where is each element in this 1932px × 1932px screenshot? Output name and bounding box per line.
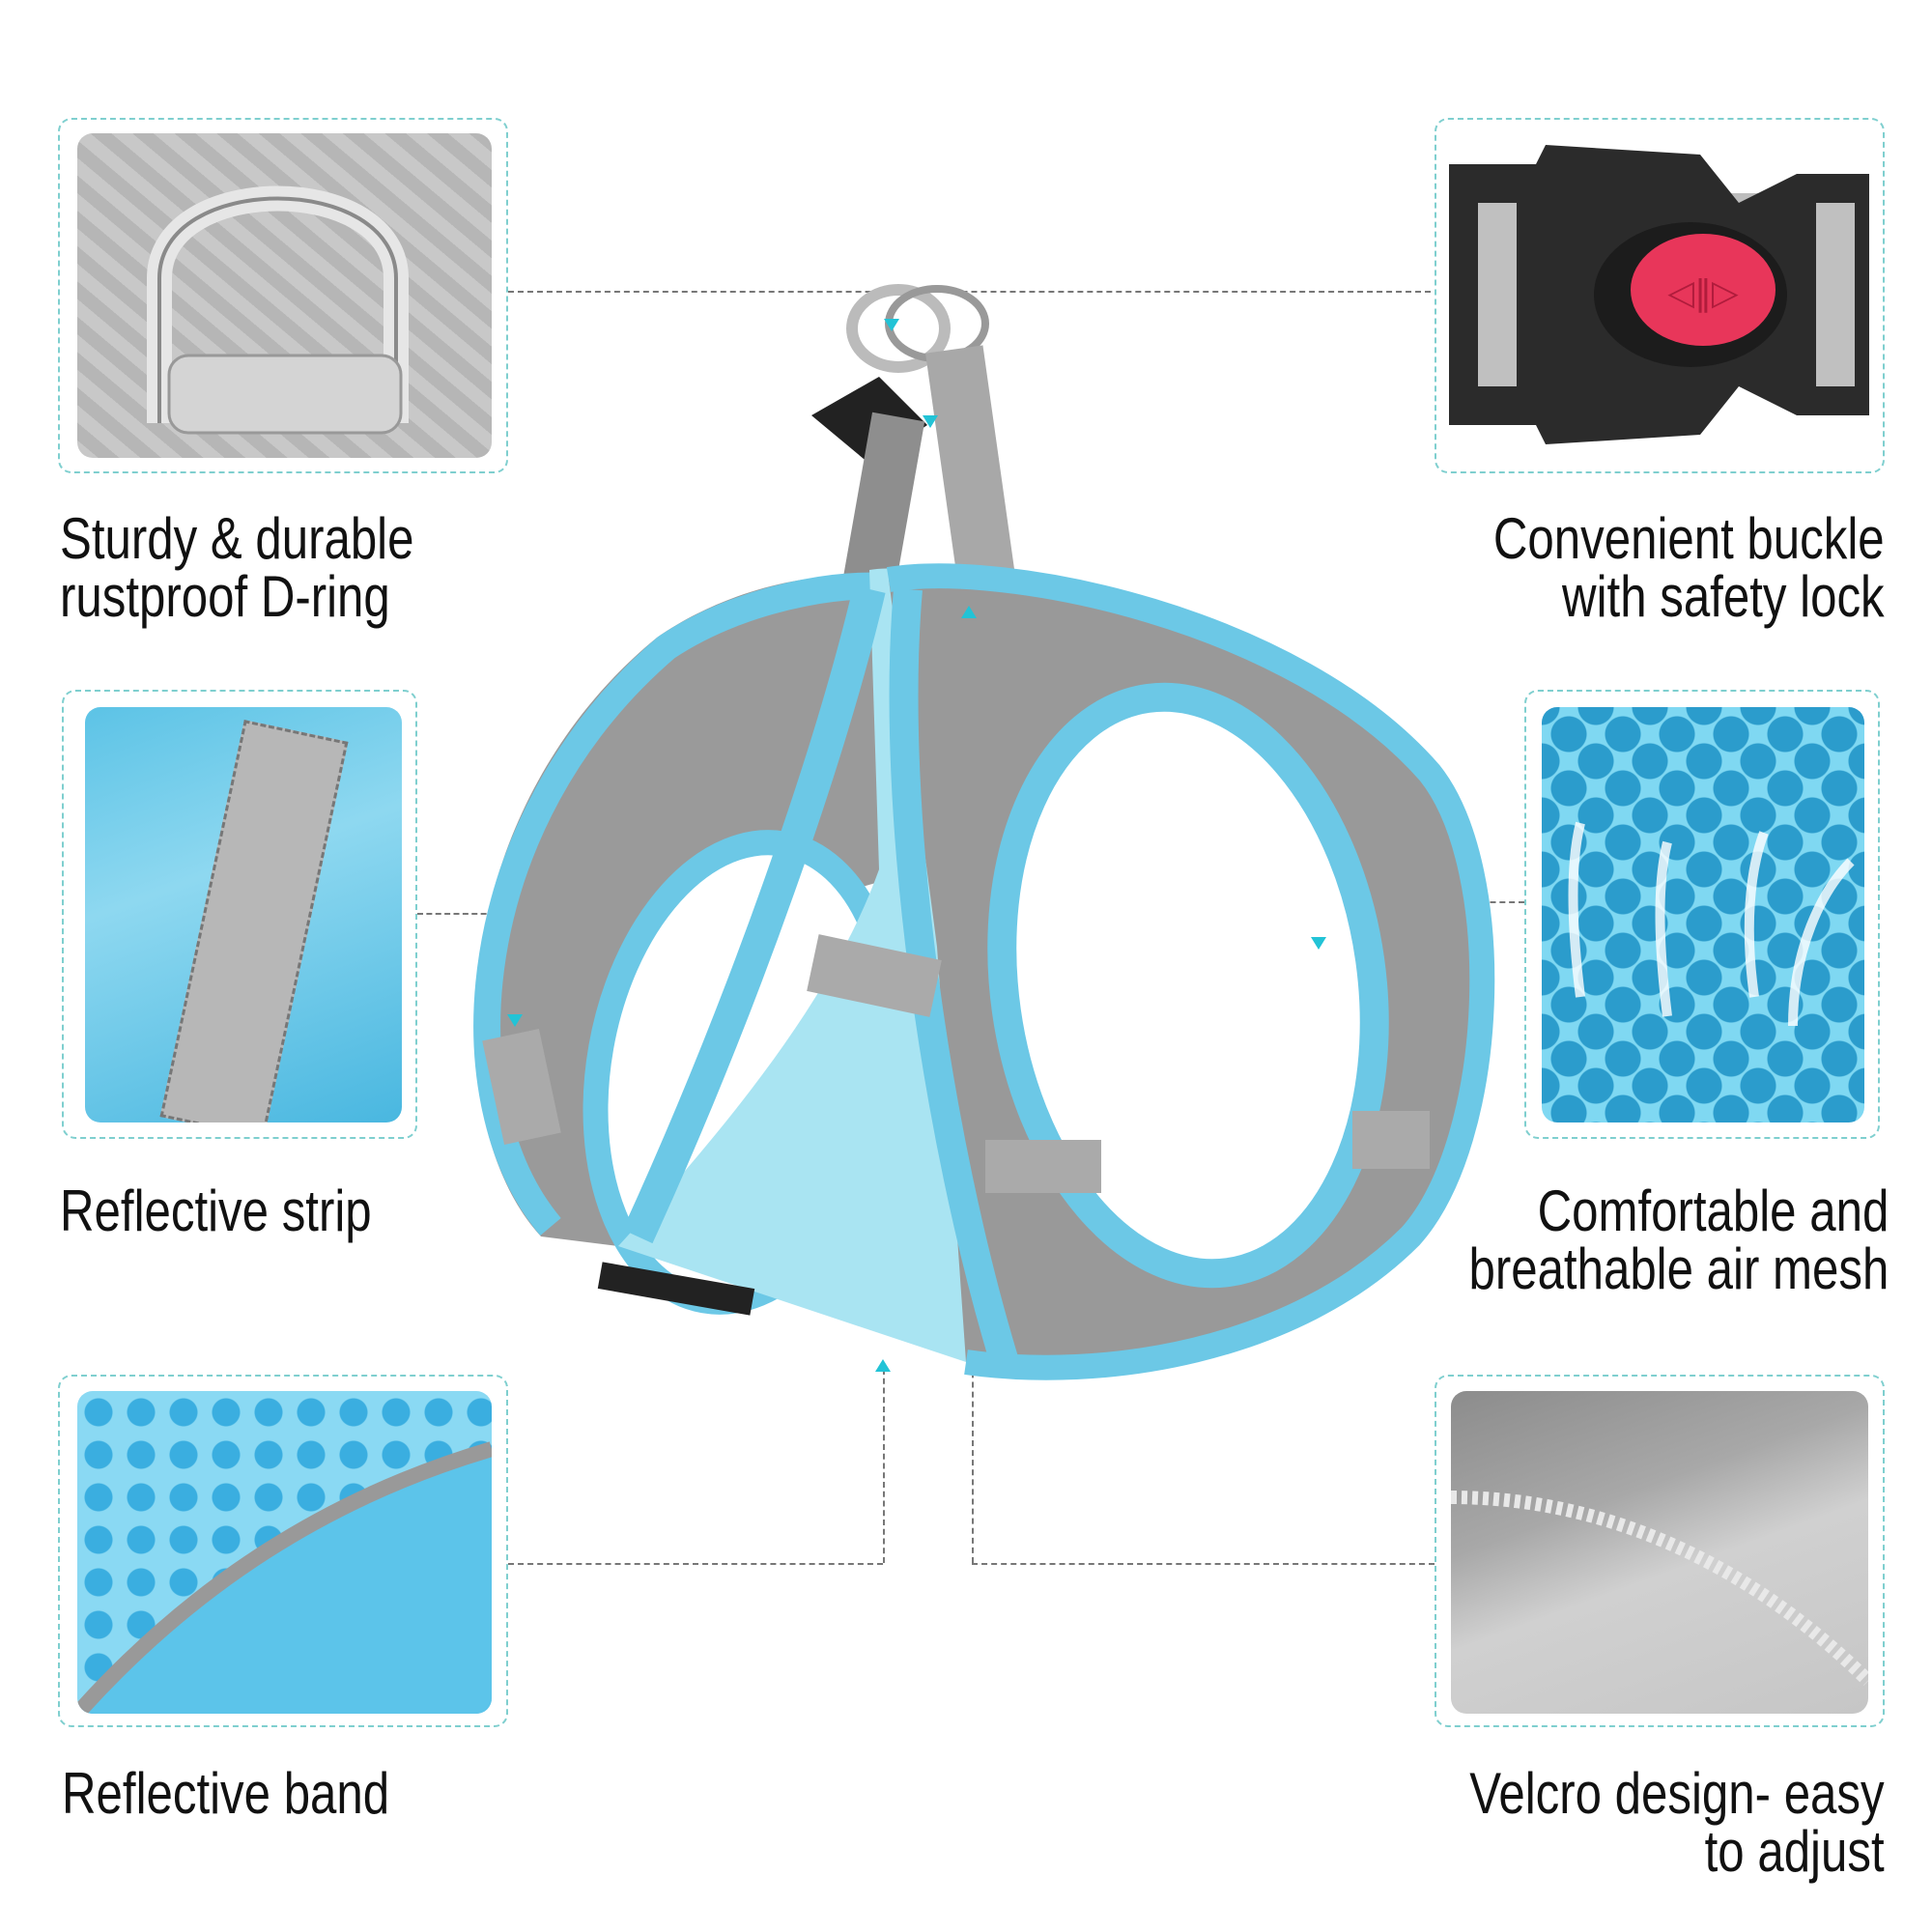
feature-frame-reflective-band (58, 1375, 508, 1727)
feature-frame-reflective-strip (62, 690, 417, 1139)
reflective-strip-photo (85, 707, 402, 1122)
connector-reflective-band-h (508, 1563, 883, 1565)
caption-line: Reflective strip (60, 1179, 372, 1243)
feature-caption-buckle: Convenient buckle with safety lock (1493, 510, 1885, 626)
connector-reflective-band-v (883, 1369, 885, 1563)
airflow-arrows-icon (1568, 821, 1855, 1027)
caption-line: Reflective band (62, 1761, 390, 1826)
caption-line: Sturdy & durable (60, 506, 414, 571)
caption-line: Velcro design- easy (1469, 1761, 1885, 1826)
svg-text:◁‖▷: ◁‖▷ (1667, 273, 1739, 313)
caption-line: with safety lock (1562, 564, 1885, 629)
d-ring-photo (77, 133, 492, 458)
caption-line: breathable air mesh (1468, 1236, 1889, 1301)
reflective-strip-band (159, 720, 349, 1122)
reflective-band-icon (77, 1441, 492, 1714)
feature-caption-reflective-strip: Reflective strip (60, 1182, 372, 1240)
feature-frame-buckle (1435, 118, 1885, 473)
buckle-photo: ◁‖▷ (1449, 145, 1869, 444)
caption-line: rustproof D-ring (60, 564, 390, 629)
velcro-photo (1451, 1391, 1868, 1714)
feature-caption-velcro: Velcro design- easy to adjust (1470, 1765, 1885, 1881)
feature-frame-d-ring (58, 118, 508, 473)
feature-caption-reflective-band: Reflective band (62, 1765, 389, 1823)
connector-velcro-h (972, 1563, 1435, 1565)
feature-frame-air-mesh (1524, 690, 1880, 1139)
connector-reflective-strip (417, 913, 496, 915)
caption-line: to adjust (1705, 1819, 1885, 1884)
feature-caption-d-ring: Sturdy & durable rustproof D-ring (60, 510, 413, 626)
reflective-band-photo (77, 1391, 492, 1714)
velcro-icon (1451, 1491, 1868, 1686)
caption-line: Convenient buckle (1493, 506, 1885, 571)
caption-line: Comfortable and (1537, 1179, 1889, 1243)
d-ring-icon (147, 185, 409, 435)
buckle-icon: ◁‖▷ (1449, 145, 1869, 444)
air-mesh-photo (1542, 707, 1864, 1122)
connector-air-mesh (1462, 901, 1524, 903)
feature-caption-air-mesh: Comfortable and breathable air mesh (1468, 1182, 1889, 1298)
feature-frame-velcro (1435, 1375, 1885, 1727)
harness-image (473, 284, 1495, 1380)
connector-d-ring-buckle (508, 291, 1431, 293)
